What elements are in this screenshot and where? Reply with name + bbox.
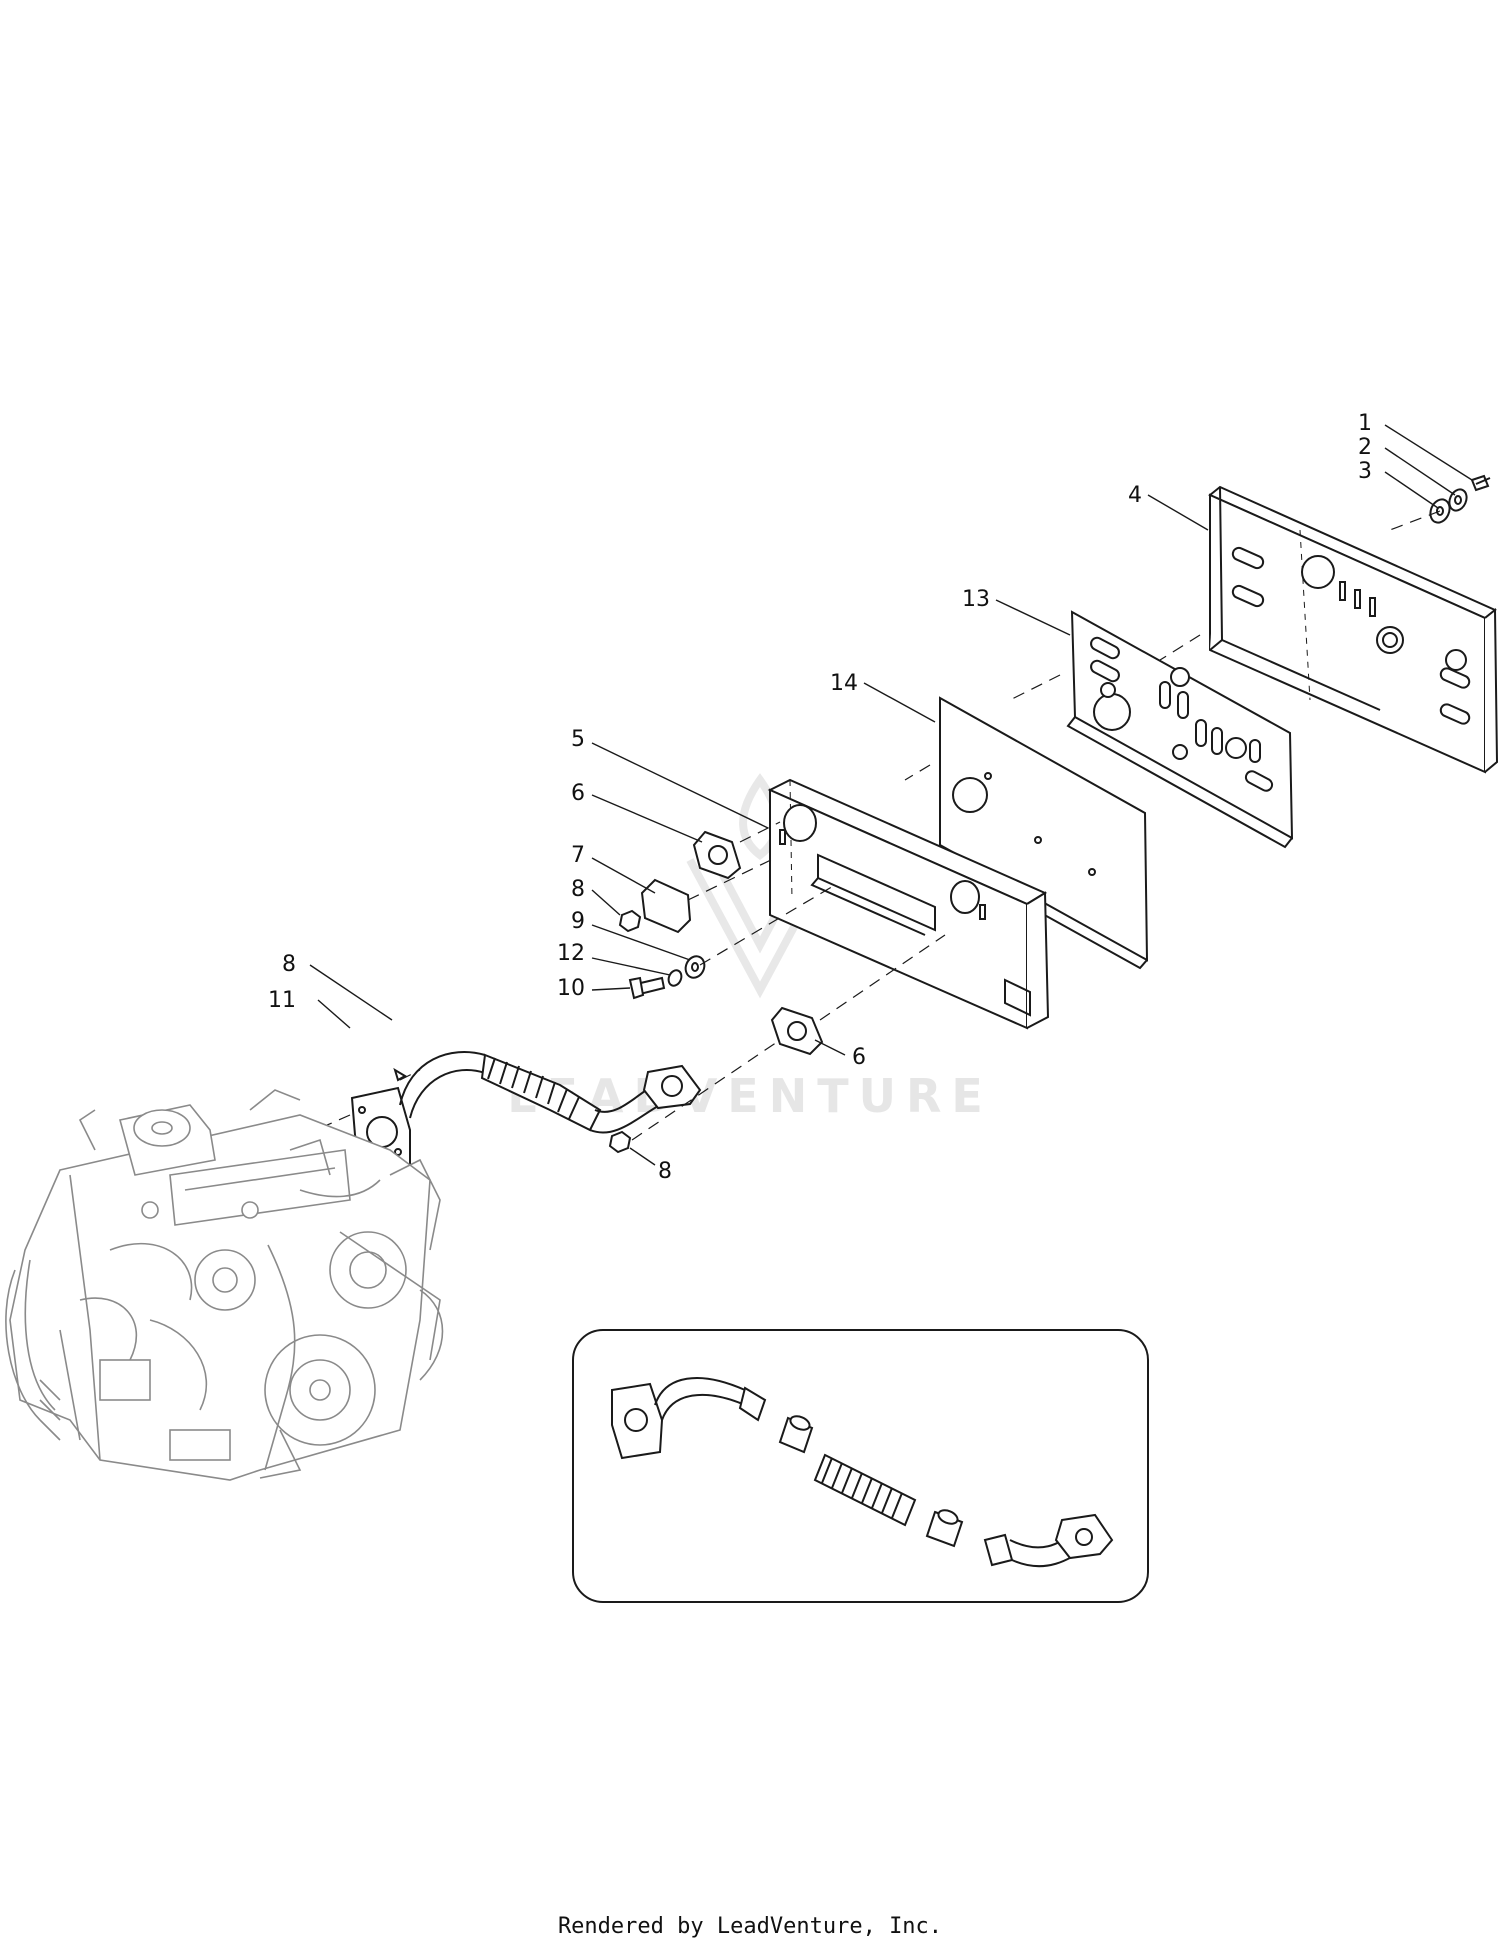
callout-7: 7 <box>571 843 585 868</box>
callout-12: 12 <box>557 941 585 966</box>
part-8-nut-lower <box>608 1130 632 1154</box>
part-8-nut-upper <box>618 909 642 933</box>
callout-numbers: 1 2 3 4 13 14 5 6 7 8 9 12 10 6 8 11 8 <box>268 411 1372 1184</box>
inset-flex-bellows <box>813 1453 917 1527</box>
inset-coupler-2 <box>925 1509 964 1548</box>
part-7-cover-plate <box>640 878 692 934</box>
inset-coupler-1 <box>778 1415 814 1454</box>
inset-outlet-elbow <box>983 1513 1114 1568</box>
detail-inset <box>572 1329 1149 1603</box>
callout-5: 5 <box>571 727 585 752</box>
callout-2: 2 <box>1358 435 1372 460</box>
callout-8-left: 8 <box>282 952 296 977</box>
callout-6-lower: 6 <box>852 1045 866 1070</box>
callout-1: 1 <box>1358 411 1372 436</box>
part-5-muffler <box>767 778 1050 1030</box>
part-4-heat-shield <box>1208 485 1499 774</box>
part-6-flange-gasket-lower <box>770 1006 824 1056</box>
part-9-washer <box>684 955 706 979</box>
callout-8-upper: 8 <box>571 877 585 902</box>
part-10-bolt <box>628 976 666 1000</box>
leader-lines <box>309 424 1473 1166</box>
callout-10: 10 <box>557 976 585 1001</box>
callout-3: 3 <box>1358 459 1372 484</box>
part-6-flange-gasket-upper <box>692 830 742 880</box>
callout-13: 13 <box>962 587 990 612</box>
callout-9: 9 <box>571 909 585 934</box>
assembly-centerlines <box>269 510 1441 1151</box>
footer-credit: Rendered by LeadVenture, Inc. <box>557 1914 943 1939</box>
callout-8-lower: 8 <box>658 1159 672 1184</box>
inset-exhaust-pipe <box>611 1377 767 1460</box>
callout-14: 14 <box>830 671 858 696</box>
engine-illustration <box>5 1089 444 1481</box>
callout-4: 4 <box>1128 483 1142 508</box>
part-12-lock-washer <box>667 969 683 987</box>
part-1-bolt <box>1470 474 1491 492</box>
part-14-back-plate <box>931 696 1149 970</box>
part-13-gasket <box>1066 610 1294 849</box>
callout-6-upper: 6 <box>571 781 585 806</box>
callout-11: 11 <box>268 988 296 1013</box>
